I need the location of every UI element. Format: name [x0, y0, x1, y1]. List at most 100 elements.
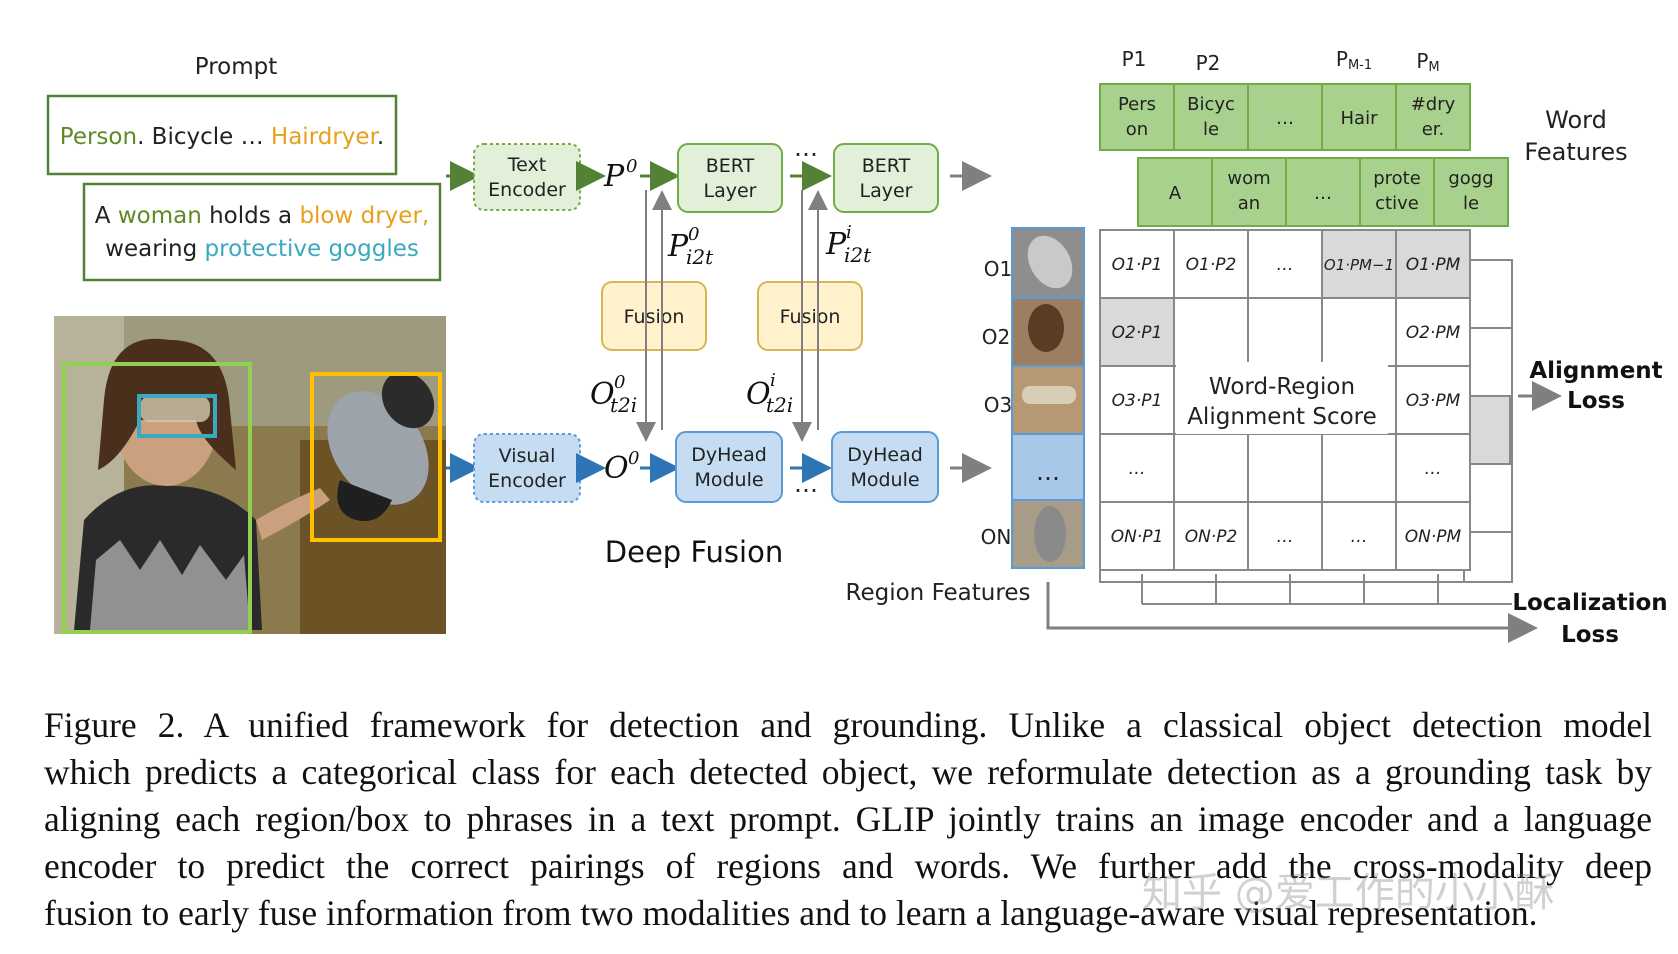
alignment-loss-label-2: Loss	[1567, 388, 1625, 414]
o-t2i-0-sub: t2i	[610, 393, 637, 417]
dyhead-1-label-2: Module	[694, 469, 763, 491]
detection-prompt-segment: Hairdryer	[271, 124, 380, 150]
grounding-line1-segment: holds a	[202, 203, 300, 229]
region-label-o1: O1	[984, 257, 1012, 281]
text-encoder-box	[473, 143, 581, 211]
grounding-line1-segment: A	[95, 203, 118, 229]
region-label-on: ON	[981, 525, 1012, 549]
matrix-cell	[1395, 501, 1471, 571]
grounding-line2-segment: wearing	[105, 236, 204, 262]
matrix-cell	[1173, 229, 1249, 299]
grounding-line2-segment: protective goggles	[205, 236, 419, 262]
watermark: 知乎 @爱工作的小小酥	[1142, 870, 1555, 916]
o0-superscript: 0	[628, 448, 639, 469]
alignment-score-label-1: Word-Region	[1209, 374, 1355, 400]
matrix-cell	[1321, 297, 1397, 367]
prompt-title: Prompt	[195, 54, 278, 80]
o-t2i-0-sup: 0	[614, 372, 625, 393]
dyhead-module-2	[831, 431, 939, 503]
o-t2i-i-sup: i	[770, 370, 776, 391]
matrix-cell-value: …	[1351, 527, 1368, 547]
region-label-o2: O2	[982, 325, 1010, 349]
p-i2t-i-symbol: P	[825, 227, 847, 262]
caption-line-1: Figure 2. A unified framework for detect…	[44, 705, 1652, 745]
visual-encoder-label-2: Encoder	[488, 470, 566, 492]
localization-loss-label-1: Localization	[1512, 590, 1667, 616]
matrix-cell-value: O3·PM	[1406, 391, 1461, 411]
grounding-prompt-box	[82, 182, 442, 282]
word-feature-token: gogg	[1448, 168, 1493, 189]
word-feature-token: ctive	[1375, 193, 1419, 214]
word-feature-cell	[1321, 83, 1397, 151]
p0-symbol: P	[603, 159, 625, 194]
p0-superscript: 0	[626, 156, 637, 177]
region-label-o3: O3	[984, 393, 1012, 417]
localization-loss-label-2: Loss	[1561, 622, 1619, 648]
matrix-cell-value: O2·P1	[1112, 323, 1163, 343]
grounding-prompt-line2: wearing protective goggles	[105, 236, 419, 262]
word-features-label-2: Features	[1524, 138, 1627, 166]
dyhead-dots: …	[794, 470, 818, 498]
o0-symbol: O	[604, 451, 629, 486]
o-t2i-0-symbol: O	[590, 377, 615, 412]
region-features: …	[1011, 227, 1085, 569]
word-header-p1: P1	[1122, 47, 1147, 71]
matrix-cell-value: O2·PM	[1406, 323, 1461, 343]
matrix-cell	[1321, 433, 1397, 503]
word-features-label-1: Word	[1545, 106, 1607, 134]
matrix-cell-value: O3·P1	[1112, 391, 1163, 411]
matrix-cell-value: …	[1277, 255, 1294, 275]
caption-line-3: aligning each region/box to phrases in a…	[44, 799, 1652, 839]
matrix-cell	[1099, 501, 1175, 571]
dyhead-2-label-1: DyHead	[847, 444, 923, 466]
o-t2i-i-symbol: O	[746, 377, 771, 412]
grounding-line1-segment: blow dryer,	[299, 203, 429, 229]
word-feature-cell	[1247, 83, 1323, 151]
matrix-cell-value: ON·P1	[1111, 527, 1164, 547]
word-feature-token: …	[1276, 108, 1294, 129]
alignment-loss-label-1: Alignment	[1529, 358, 1662, 384]
matrix-cell-value: O1·P2	[1186, 255, 1237, 275]
word-feature-token: er.	[1422, 119, 1445, 140]
text-encoder-label-1: Text	[507, 154, 546, 176]
word-feature-token: an	[1238, 193, 1260, 214]
dyhead-module-1	[675, 431, 783, 503]
dyhead-2-label-2: Module	[850, 469, 919, 491]
bert-layer-2	[833, 143, 939, 213]
matrix-cell-value: O1·PM	[1406, 255, 1461, 275]
matrix-cell-value: …	[1425, 459, 1442, 479]
bert-layer-1-label-2: Layer	[704, 180, 757, 202]
matrix-cell	[1173, 433, 1249, 503]
matrix-cell	[1395, 365, 1471, 435]
matrix-cell	[1247, 297, 1323, 367]
fusion-2-label: Fusion	[780, 306, 841, 328]
p-i2t-0-symbol: P	[667, 229, 689, 264]
matrix-cell	[1173, 501, 1249, 571]
word-feature-token: Bicyc	[1187, 94, 1235, 115]
word-feature-token: …	[1314, 183, 1332, 204]
detection-prompt-box	[46, 94, 398, 176]
matrix-cell-value: …	[1277, 527, 1294, 547]
word-feature-headers: P1 P2 PM-1 PM	[1122, 47, 1440, 75]
bert-layer-1	[677, 143, 783, 213]
detection-prompt-segment: Person	[60, 124, 137, 150]
detection-prompt-segment: . Bicycle …	[137, 124, 271, 150]
fusion-block-1	[601, 281, 707, 351]
detection-prompt-segment: .	[377, 124, 384, 150]
word-header-pm1: PM-1	[1336, 47, 1372, 73]
matrix-cell-value: ON·PM	[1405, 527, 1462, 547]
visual-encoder-label-1: Visual	[499, 445, 556, 467]
grounding-line1-segment: woman	[118, 203, 202, 229]
bert-dots: …	[794, 134, 818, 162]
word-header-pm: PM	[1416, 49, 1439, 75]
word-feature-token: A	[1169, 183, 1182, 204]
p-i2t-i-sup: i	[846, 222, 852, 243]
p-i2t-0-sub: i2t	[686, 245, 714, 269]
bert-layer-2-label-2: Layer	[860, 180, 913, 202]
word-feature-cell	[1173, 83, 1249, 151]
region-features-label: Region Features	[846, 580, 1031, 606]
matrix-cell	[1099, 365, 1175, 435]
matrix-cell-value: …	[1129, 459, 1146, 479]
